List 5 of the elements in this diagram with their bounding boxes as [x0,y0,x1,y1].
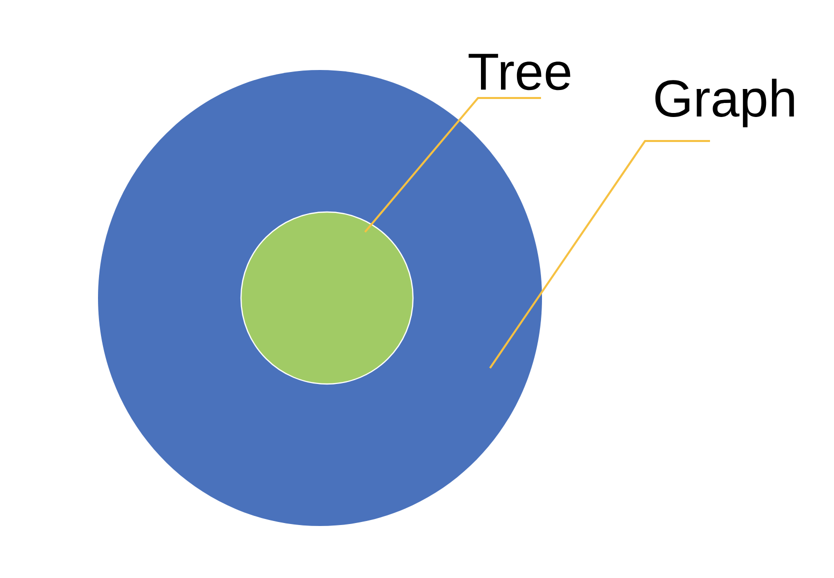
leader-line [489,140,710,369]
leader-line [364,97,541,233]
circle [240,211,414,385]
label: Tree [468,54,570,90]
label: Graph [655,78,794,128]
